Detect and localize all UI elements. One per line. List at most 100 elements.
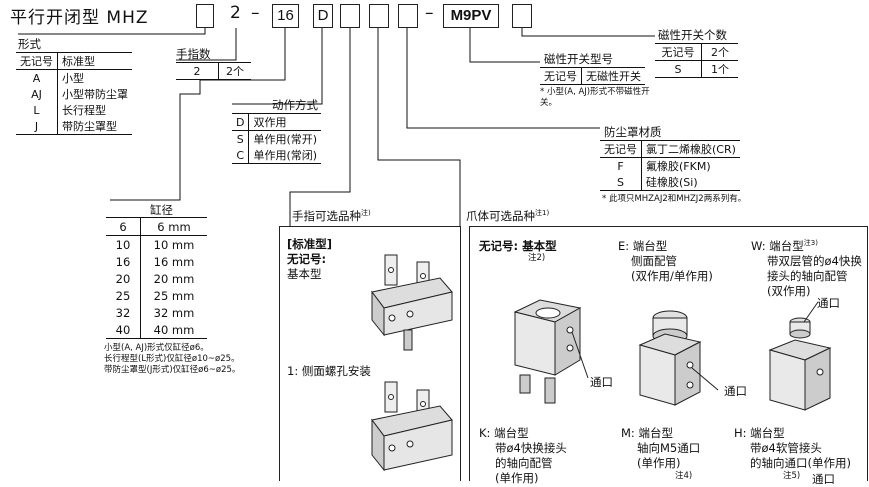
table-cell: 单作用(常闭): [248, 147, 322, 164]
table-cell: 25 mm: [153, 288, 195, 303]
table-cell: 16: [106, 253, 141, 270]
action-title: 动作方式: [272, 98, 318, 112]
model-box-finger-option: [340, 4, 360, 28]
body-W-title: W: 端台型注3): [751, 238, 818, 254]
body-M-line2: (单作用): [637, 456, 681, 470]
table-cell: 氯丁二烯橡胶(CR): [641, 140, 740, 158]
finger-std-label: [标准型]: [287, 237, 333, 251]
body-M-line1: 轴向M5通口: [637, 441, 701, 455]
body-options-panel: [469, 226, 868, 481]
table-cell: S: [600, 174, 642, 191]
body-options-title: 爪体可选品种注1): [466, 208, 549, 224]
switch-type-note: * 小型(A, AJ)形式不带磁性开关。: [540, 87, 650, 108]
body-K-line2: 的轴向配管: [495, 456, 553, 470]
finger-options-title: 手指可选品种注): [292, 208, 371, 224]
model-box-action: D: [313, 4, 333, 28]
dust-cover-title: 防尘罩材质: [604, 125, 662, 139]
body-K-title: K: 端台型: [479, 426, 529, 440]
table-cell: 25: [106, 287, 141, 304]
table-cell: 40: [106, 321, 141, 339]
body-H-line1: 带ø4软管接头: [750, 441, 822, 455]
table-cell: L: [16, 102, 58, 118]
table-cell: 带防尘罩型: [57, 118, 132, 135]
finger-option-1: 1: 侧面螺孔安装: [287, 364, 371, 378]
forms-header-name: 标准型: [57, 52, 132, 70]
bore-title: 缸径: [150, 203, 173, 217]
finger-options-title-text: 手指可选品种: [292, 209, 361, 223]
table-cell: 6: [106, 217, 141, 236]
bore-note-1: 小型(A, AJ)形式仅缸径ø6。: [104, 343, 209, 353]
table-cell: C: [232, 147, 250, 164]
table-cell: 32 mm: [153, 305, 195, 320]
body-E-line2: (双作用/单作用): [631, 269, 713, 283]
switch-qty-title: 磁性开关个数: [658, 28, 727, 42]
switch-type-table: 无记号无磁性开关: [540, 67, 645, 85]
fingers-table: 2 2个: [176, 62, 251, 80]
body-E-title: E: 端台型: [618, 239, 668, 253]
dust-cover-note: * 此项只MHZAJ2和MHZJ2两系列有。: [602, 194, 747, 204]
table-cell: 无记号: [540, 67, 582, 85]
body-E-line1: 侧面配管: [631, 254, 677, 268]
model-box-bore: 16: [272, 4, 299, 28]
finger-options-sup: 注): [361, 209, 371, 218]
table-cell: 无磁性开关: [581, 67, 645, 85]
table-cell: 无记号: [600, 140, 642, 158]
body-M-title: M: 端台型: [621, 426, 673, 440]
body-nomark-note: 注2): [528, 253, 546, 263]
table-cell: 20: [106, 270, 141, 287]
body-nomark: 无记号: 基本型: [479, 239, 557, 253]
table-cell: J: [16, 118, 58, 135]
body-M-note: 注4): [675, 471, 693, 481]
table-cell: 20 mm: [153, 271, 195, 286]
table-cell: 硅橡胶(Si): [641, 174, 740, 191]
table-cell: 2: [176, 62, 219, 80]
table-cell: S: [232, 130, 250, 147]
finger-options-panel: [279, 226, 461, 481]
table-cell: 1个: [701, 60, 738, 78]
table-cell: S: [655, 60, 702, 78]
table-cell: 40 mm: [140, 321, 207, 339]
model-box-body-option: [369, 4, 389, 28]
model-prefix: 平行开闭型 MHZ: [10, 8, 149, 28]
forms-title: 形式: [18, 37, 41, 51]
table-cell: 6 mm: [140, 217, 207, 236]
body-W-line1: 带双层管的ø4快换: [767, 254, 862, 268]
body-K-line1: 带ø4快换接头: [495, 441, 567, 455]
table-cell: 单作用(常开): [253, 133, 318, 146]
body-options-title-text: 爪体可选品种: [466, 209, 535, 223]
table-cell: AJ: [16, 86, 58, 102]
finger-basic: 基本型: [287, 267, 322, 281]
table-cell: 无记号: [655, 43, 702, 61]
port-label-3: 通口: [817, 296, 840, 310]
finger-nomark: 无记号:: [287, 252, 327, 266]
body-H-note: 注5): [783, 471, 801, 481]
switch-type-title: 磁性开关型号: [544, 52, 613, 66]
port-label-1: 通口: [590, 375, 613, 389]
fingers-title: 手指数: [176, 47, 211, 61]
model-dash: –: [251, 3, 260, 23]
table-cell: 2个: [218, 62, 251, 80]
table-cell: 16 mm: [153, 254, 195, 269]
table-cell: 氟橡胶(FKM): [646, 160, 711, 173]
body-W-line3: (双作用): [767, 284, 811, 298]
bore-note-2: 长行程型(L形式)仅缸径ø10~ø25。: [104, 354, 240, 364]
body-W-line2: 接头的轴向配管: [767, 269, 848, 283]
forms-header-code: 无记号: [16, 52, 58, 70]
table-cell: A: [16, 69, 58, 86]
body-W-title-text: W: 端台型: [751, 239, 804, 253]
bore-note-3: 带防尘罩型(J形式)仅缸径ø6~ø25。: [104, 365, 241, 375]
table-cell: D: [232, 113, 250, 131]
table-cell: 小型: [62, 72, 84, 85]
model-box-switch: M9PV: [443, 4, 499, 28]
table-cell: 小型带防尘罩: [62, 88, 128, 101]
table-cell: 长行程型: [62, 104, 106, 117]
model-box-form: [196, 4, 214, 28]
